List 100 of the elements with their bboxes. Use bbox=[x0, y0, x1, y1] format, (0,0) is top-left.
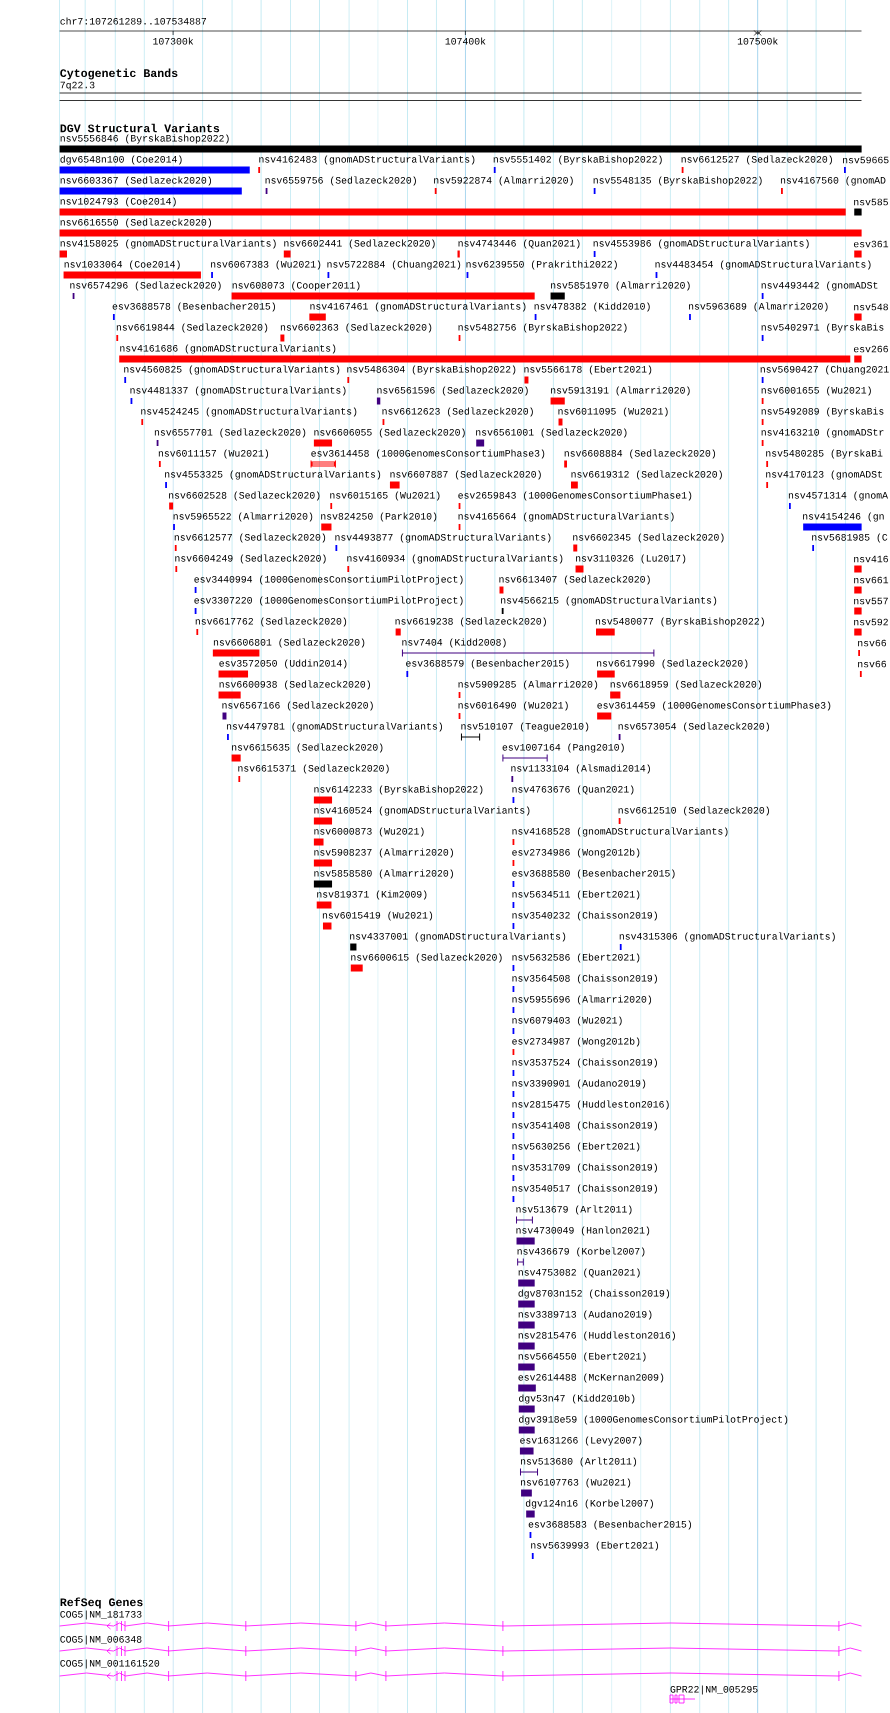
variant-label: nsv5664550 (Ebert2021) bbox=[518, 1352, 646, 1362]
variant-label: nsv4763676 (Quan2021) bbox=[512, 785, 634, 795]
variant-label: nsv1033064 (Coe2014) bbox=[64, 260, 180, 270]
variant-label: nsv6067383 (Wu2021) bbox=[211, 260, 321, 270]
variant-label: nsv6602528 (Sedlazeck2020) bbox=[169, 491, 320, 501]
variant-label: nsv4753082 (Quan2021) bbox=[518, 1268, 640, 1278]
variant-label: esv2734987 (Wong2012b) bbox=[512, 1037, 640, 1047]
variant-label: nsv4493877 (gnomADStructuralVariants) bbox=[335, 533, 551, 543]
variant-label: nsv6612510 (Sedlazeck2020) bbox=[618, 806, 769, 816]
variant-label: esv1631266 (Levy2007) bbox=[520, 1436, 642, 1446]
variant-label: nsv6612527 (Sedlazeck2020) bbox=[681, 155, 832, 165]
variant-label: nsv478382 (Kidd2010) bbox=[534, 302, 650, 312]
variant-label: nsv5480077 (ByrskaBishop2022) bbox=[595, 617, 764, 627]
variant-label: nsv6612577 (Sedlazeck2020) bbox=[174, 533, 326, 543]
variant-label: nsv592 bbox=[854, 618, 888, 626]
variant-label: nsv6615371 (Sedlazeck2020) bbox=[238, 764, 389, 774]
variant-label: dgv6548n100 (Coe2014) bbox=[60, 155, 182, 165]
variant-label: nsv513679 (Arlt2011) bbox=[516, 1205, 632, 1215]
variant-label: nsv6619238 (Sedlazeck2020) bbox=[395, 617, 546, 627]
variant-label: esv3307220 (1000GenomesConsortiumPilotProject) bbox=[194, 596, 463, 606]
variant-label: nsv5908237 (Almarri2020) bbox=[314, 848, 453, 858]
variant-label: nsv6612623 (Sedlazeck2020) bbox=[382, 407, 533, 417]
position-label: chr7:107261289..107534887 bbox=[60, 17, 207, 25]
variant-label: nsv6606801 (Sedlazeck2020) bbox=[213, 638, 365, 648]
variant-label: nsv6079403 (Wu2021) bbox=[512, 1016, 622, 1026]
variant-label: nsv6561596 (Sedlazeck2020) bbox=[377, 386, 528, 396]
variant-label: nsv6574296 (Sedlazeck2020) bbox=[70, 281, 221, 291]
variant-label: nsv6619312 (Sedlazeck2020) bbox=[571, 470, 722, 480]
variant-label: esv3688578 (Besenbacher2015) bbox=[112, 302, 275, 312]
variant-label: nsv5556846 (ByrskaBishop2022) bbox=[60, 134, 229, 144]
variant-label: nsv6602363 (Sedlazeck2020) bbox=[280, 323, 432, 333]
gene-label: COG5|NM_006348 bbox=[60, 1635, 142, 1645]
variant-label: nsv6011095 (Wu2021) bbox=[558, 407, 668, 417]
variant-label: nsv6617762 (Sedlazeck2020) bbox=[195, 617, 347, 627]
variant-label: nsv6602441 (Sedlazeck2020) bbox=[284, 239, 435, 249]
variant-label: nsv6606055 (Sedlazeck2020) bbox=[314, 428, 465, 438]
variant-label: nsv5690427 (Chuang2021 bbox=[760, 365, 889, 375]
variant-label: dgv53n47 (Kidd2010b) bbox=[519, 1394, 635, 1404]
variant-label: nsv4560825 (gnomADStructuralVariants) bbox=[124, 365, 340, 375]
variant-label: nsv557 bbox=[854, 597, 888, 605]
variant-label: esv3440994 (1000GenomesConsortiumPilotProject) bbox=[194, 575, 463, 585]
variant-label: nsv4337001 (gnomADStructuralVariants) bbox=[350, 932, 566, 942]
variant-label: nsv6015165 (Wu2021) bbox=[330, 491, 440, 501]
variant-label: nsv5492089 (ByrskaBis bbox=[761, 407, 884, 417]
variant-label: nsv6607887 (Sedlazeck2020) bbox=[390, 470, 541, 480]
variant-label: nsv4315306 (gnomADStructuralVariants) bbox=[619, 932, 835, 942]
variant-label: nsv5851970 (Almarri2020) bbox=[551, 281, 690, 291]
variant-label: nsv5402971 (ByrskaBis bbox=[761, 323, 884, 333]
gene-label: COG5|NM_001161520 bbox=[60, 1659, 160, 1669]
variant-label: nsv6001655 (Wu2021) bbox=[761, 386, 871, 396]
variant-label: nsv5482756 (ByrskaBishop2022) bbox=[458, 323, 627, 333]
variant-label: nsv3540232 (Chaisson2019) bbox=[512, 911, 657, 921]
variant-label: nsv4167560 (gnomAD bbox=[780, 176, 886, 186]
variant-label: nsv5913191 (Almarri2020) bbox=[551, 386, 690, 396]
variant-label: nsv4481337 (gnomADStructuralVariants) bbox=[130, 386, 346, 396]
variant-label: nsv6561001 (Sedlazeck2020) bbox=[476, 428, 627, 438]
variant-label: nsv6011157 (Wu2021) bbox=[158, 449, 269, 459]
variant-label: nsv6559756 (Sedlazeck2020) bbox=[265, 176, 416, 186]
variant-label: nsv2815476 (Huddleston2016) bbox=[518, 1331, 675, 1341]
variant-label: esv2734986 (Wong2012b) bbox=[512, 848, 640, 858]
variant-label: esv3688583 (Besenbacher2015) bbox=[528, 1520, 692, 1530]
variant-label: nsv6604249 (Sedlazeck2020) bbox=[175, 554, 326, 564]
variant-label: nsv3541408 (Chaisson2019) bbox=[512, 1121, 657, 1131]
variant-label: esv3688579 (Besenbacher2015) bbox=[406, 659, 569, 669]
track-title: Cytogenetic Bands bbox=[60, 68, 178, 80]
variant-label: nsv6618959 (Sedlazeck2020) bbox=[610, 680, 762, 690]
variant-label: nsv5634511 (Ebert2021) bbox=[512, 890, 640, 900]
variant-label: nsv3537524 (Chaisson2019) bbox=[512, 1058, 657, 1068]
variant-label: nsv585 bbox=[854, 198, 888, 206]
variant-label: nsv4524245 (gnomADStructuralVariants) bbox=[141, 407, 357, 417]
variant-label: esv2614488 (McKernan2009) bbox=[518, 1373, 664, 1383]
variant-label: nsv5630256 (Ebert2021) bbox=[512, 1142, 640, 1152]
variant-label: esv1007164 (Pang2010) bbox=[502, 743, 624, 753]
variant-label: nsv1133104 (Alsmadi2014) bbox=[511, 764, 650, 774]
variant-label: nsv513680 (Arlt2011) bbox=[521, 1457, 637, 1467]
variant-label: nsv5632586 (Ebert2021) bbox=[512, 953, 640, 963]
variant-label: nsv6615635 (Sedlazeck2020) bbox=[232, 743, 383, 753]
variant-label: nsv436679 (Korbel2007) bbox=[517, 1247, 645, 1257]
variant-label: nsv5955696 (Almarri2020) bbox=[512, 995, 652, 1005]
variant-label: esv361 bbox=[853, 240, 889, 248]
variant-label: nsv4743446 (Quan2021) bbox=[458, 239, 580, 249]
variant-label: nsv3110326 (Lu2017) bbox=[576, 554, 686, 564]
variant-label: nsv4170123 (gnomADSt bbox=[766, 470, 882, 480]
variant-label: nsv2815475 (Huddleston2016) bbox=[512, 1100, 669, 1110]
variant-label: nsv6239550 (Prakrithi2022) bbox=[466, 260, 617, 270]
variant-label: dgv3918e59 (1000GenomesConsortiumPilotProject) bbox=[519, 1415, 788, 1425]
variant-label: nsv5963689 (Almarri2020) bbox=[689, 302, 828, 312]
variant-label: nsv4730049 (Hanlon2021) bbox=[516, 1226, 650, 1236]
gene-label: COG5|NM_181733 bbox=[60, 1610, 142, 1620]
variant-label: nsv5566178 (Ebert2021) bbox=[524, 365, 652, 375]
variant-label: nsv5922874 (Almarri2020) bbox=[434, 176, 573, 186]
variant-label: nsv6142233 (ByrskaBishop2022) bbox=[314, 785, 483, 795]
variant-label: esv2659843 (1000GenomesConsortiumPhase1) bbox=[458, 491, 692, 501]
variant-label: nsv608073 (Cooper2011) bbox=[232, 281, 360, 291]
variant-label: nsv4483454 (gnomADStructuralVariants) bbox=[655, 260, 871, 270]
variant-label: esv3572050 (Uddin2014) bbox=[219, 659, 347, 669]
variant-label: dgv8703n152 (Chaisson2019) bbox=[518, 1289, 670, 1299]
variant-label: dgv124n16 (Korbel2007) bbox=[525, 1499, 653, 1509]
tick-label: 107500k bbox=[737, 37, 778, 45]
variant-label: nsv4566215 (gnomADStructuralVariants) bbox=[501, 596, 717, 606]
